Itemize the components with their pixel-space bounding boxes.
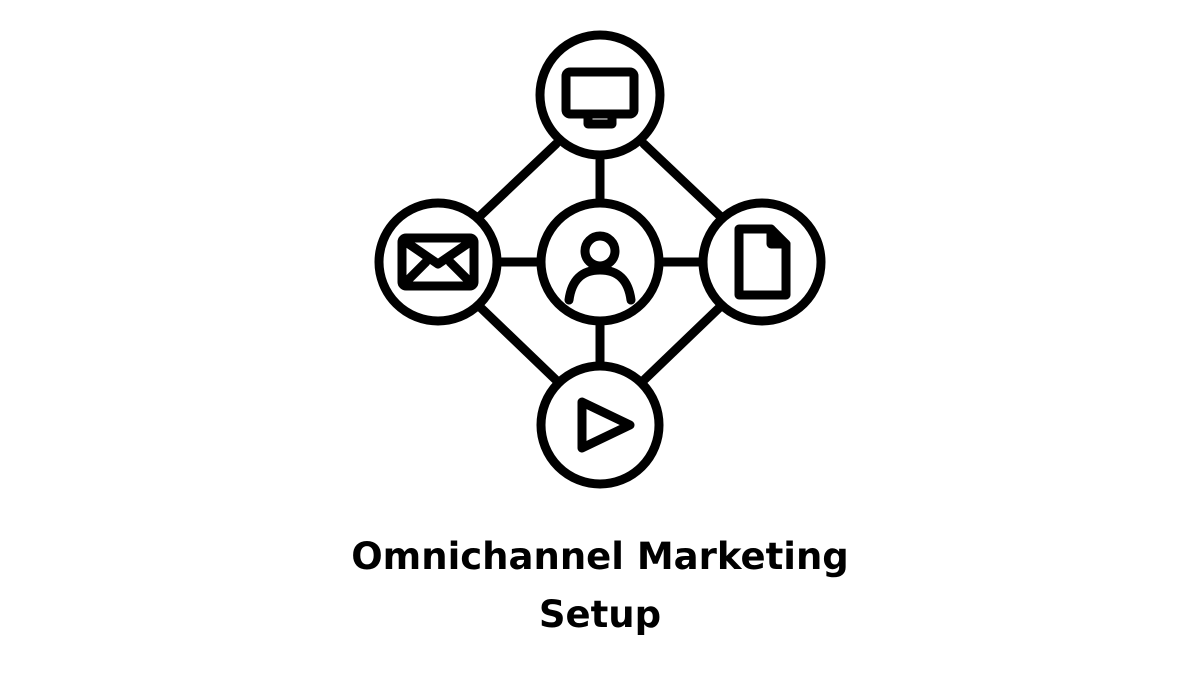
center-node <box>536 198 664 326</box>
node-left-circle <box>374 198 502 326</box>
monitor-icon <box>561 67 639 129</box>
document-icon <box>734 224 791 300</box>
diagram-caption: Omnichannel Marketing Setup <box>0 528 1200 644</box>
play-icon <box>577 397 635 453</box>
user-icon <box>564 231 636 305</box>
caption-line-1: Omnichannel Marketing <box>351 535 849 578</box>
connector-top-right <box>639 139 725 221</box>
node-right-circle <box>698 198 826 326</box>
node-bottom-circle <box>536 361 664 489</box>
node-left <box>374 198 502 326</box>
center-node-circle <box>536 198 664 326</box>
node-top-circle <box>535 30 665 160</box>
connector-bottom-right <box>639 302 725 385</box>
node-right <box>698 198 826 326</box>
node-top <box>535 30 665 160</box>
node-bottom <box>536 361 664 489</box>
caption-line-2: Setup <box>538 593 662 636</box>
omnichannel-diagram <box>374 30 826 489</box>
envelope-icon <box>397 233 479 291</box>
connector-top-left <box>475 139 561 221</box>
connectors <box>475 139 725 385</box>
connector-bottom-left <box>475 302 561 385</box>
